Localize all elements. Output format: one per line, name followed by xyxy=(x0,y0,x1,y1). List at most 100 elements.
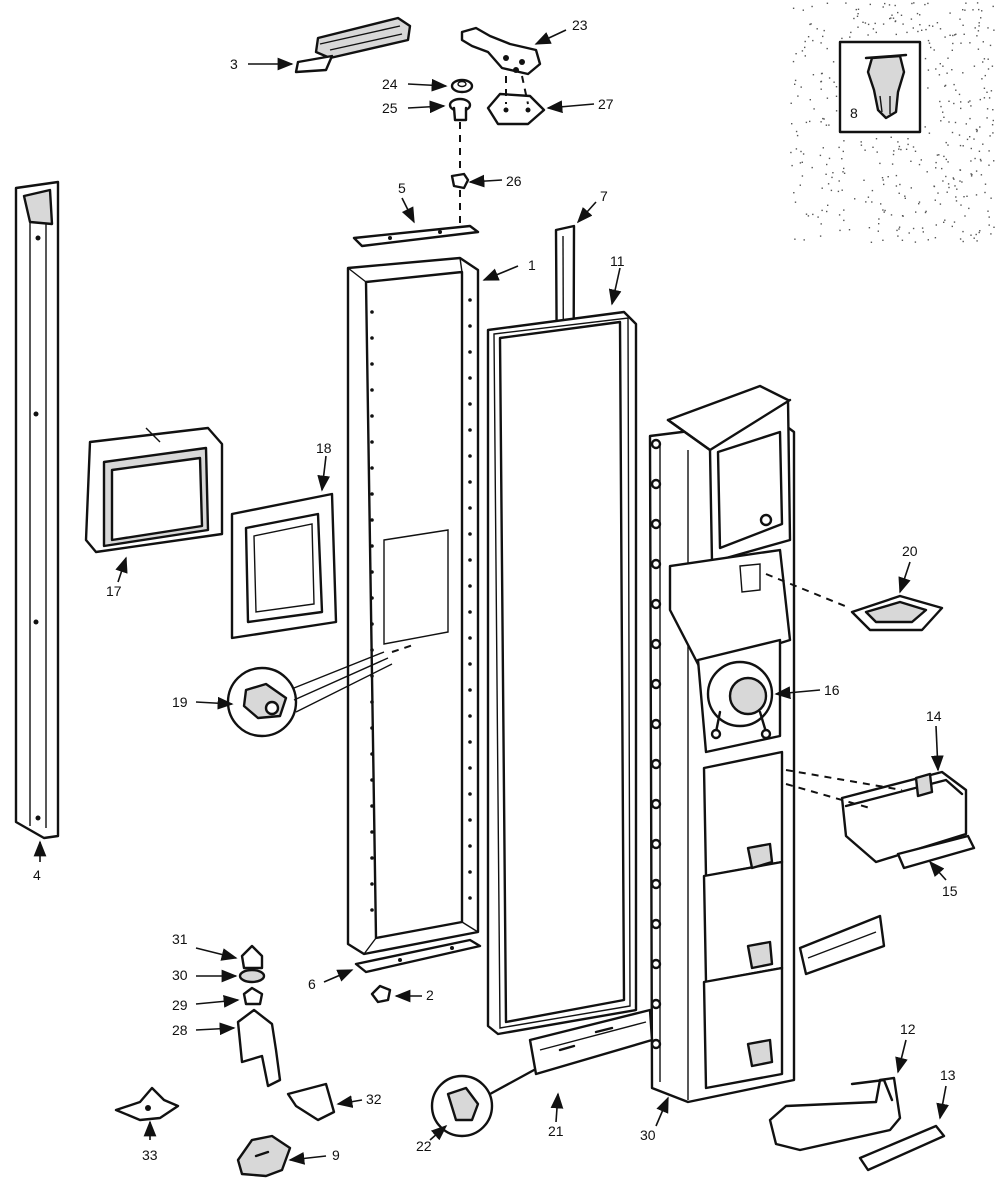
speckle-dot xyxy=(926,171,928,173)
speckle-dot xyxy=(969,117,971,120)
speckle-dot xyxy=(953,102,955,105)
speckle-dot xyxy=(991,124,994,126)
callout-17: 17 xyxy=(106,583,122,599)
speckle-dot xyxy=(898,192,900,194)
speckle-dot xyxy=(966,138,969,141)
speckle-dot xyxy=(986,117,988,119)
speckle-dot xyxy=(895,174,898,177)
speckle-dot xyxy=(945,175,947,178)
speckle-dot xyxy=(811,5,813,8)
speckle-dot xyxy=(953,83,955,86)
speckle-dot xyxy=(822,147,824,149)
speckle-dot xyxy=(981,10,983,12)
frame-rivet xyxy=(370,778,374,782)
speckle-dot xyxy=(934,199,936,201)
speckle-dot xyxy=(972,9,974,11)
speckle-dot xyxy=(943,116,945,118)
speckle-dot xyxy=(908,232,910,234)
speckle-dot xyxy=(937,192,939,194)
speckle-dot xyxy=(820,80,823,83)
speckle-dot xyxy=(979,230,981,232)
part-22-clip-detail xyxy=(430,1068,536,1138)
part-1-door-frame xyxy=(346,256,480,956)
speckle-dot xyxy=(974,27,976,29)
speckle-dot xyxy=(938,74,941,76)
speckle-dot xyxy=(839,229,841,232)
speckle-dot xyxy=(984,74,986,77)
speckle-dot xyxy=(982,143,984,145)
speckle-dot xyxy=(943,221,945,223)
speckle-dot xyxy=(812,39,814,42)
speckle-dot xyxy=(841,158,843,160)
speckle-dot xyxy=(907,143,909,146)
liner-mount-hole xyxy=(650,1038,662,1050)
speckle-dot xyxy=(987,68,990,70)
frame-rivet xyxy=(468,844,472,848)
speckle-dot xyxy=(951,49,953,51)
speckle-dot xyxy=(952,42,954,45)
speckle-dot xyxy=(843,172,846,174)
speckle-dot xyxy=(892,17,895,19)
speckle-dot xyxy=(928,24,931,27)
speckle-dot xyxy=(987,27,989,29)
frame-rivet xyxy=(468,870,472,874)
speckle-dot xyxy=(883,183,885,186)
speckle-dot xyxy=(970,160,972,162)
callout-3: 3 xyxy=(230,56,238,72)
speckle-dot xyxy=(792,60,795,63)
speckle-dot xyxy=(927,239,929,241)
speckle-dot xyxy=(946,72,948,74)
speckle-dot xyxy=(880,203,882,205)
speckle-dot xyxy=(876,151,878,153)
speckle-dot xyxy=(892,153,895,156)
speckle-dot xyxy=(828,77,831,79)
part-16-actuator xyxy=(706,660,774,740)
frame-rivet xyxy=(370,856,374,860)
speckle-dot xyxy=(882,23,885,25)
speckle-dot xyxy=(901,239,904,241)
speckle-dot xyxy=(877,230,879,232)
speckle-dot xyxy=(828,124,830,126)
speckle-dot xyxy=(910,187,912,189)
speckle-dot xyxy=(969,42,971,44)
frame-rivet xyxy=(468,376,472,380)
callout-16: 16 xyxy=(824,682,840,698)
speckle-dot xyxy=(799,162,802,164)
speckle-dot xyxy=(954,34,956,36)
part-19-knob xyxy=(226,643,417,738)
part-14-door-bin xyxy=(785,769,968,864)
speckle-dot xyxy=(940,105,942,108)
speckle-dot xyxy=(918,201,921,203)
speckle-dot xyxy=(966,195,968,197)
speckle-dot xyxy=(946,191,948,193)
speckle-dot xyxy=(902,23,904,25)
speckle-dot xyxy=(901,215,904,217)
part-5-top-cap xyxy=(352,224,480,248)
speckle-dot xyxy=(822,117,824,120)
speckle-dot xyxy=(868,227,871,229)
speckle-dot xyxy=(845,2,847,4)
speckle-dot xyxy=(826,163,828,166)
speckle-dot xyxy=(947,144,949,146)
speckle-dot xyxy=(835,95,838,97)
frame-rivet xyxy=(468,454,472,458)
speckle-dot xyxy=(860,144,863,146)
speckle-dot xyxy=(975,194,978,196)
speckle-dot xyxy=(925,28,927,31)
frame-rivet xyxy=(468,480,472,484)
speckle-dot xyxy=(978,8,980,11)
speckle-dot xyxy=(914,150,917,152)
liner-mount-hole xyxy=(650,598,662,610)
speckle-dot xyxy=(976,35,978,37)
speckle-dot xyxy=(817,216,819,218)
speckle-dot xyxy=(884,2,886,5)
speckle-dot xyxy=(842,171,844,173)
callout-26: 26 xyxy=(506,173,522,189)
callout-19: 19 xyxy=(172,694,188,710)
callout-23: 23 xyxy=(572,17,588,33)
speckle-dot xyxy=(791,123,793,125)
frame-rivet xyxy=(370,518,374,522)
frame-rivet xyxy=(468,324,472,328)
part-9-hinge-block xyxy=(236,1134,292,1178)
speckle-dot xyxy=(949,34,951,36)
